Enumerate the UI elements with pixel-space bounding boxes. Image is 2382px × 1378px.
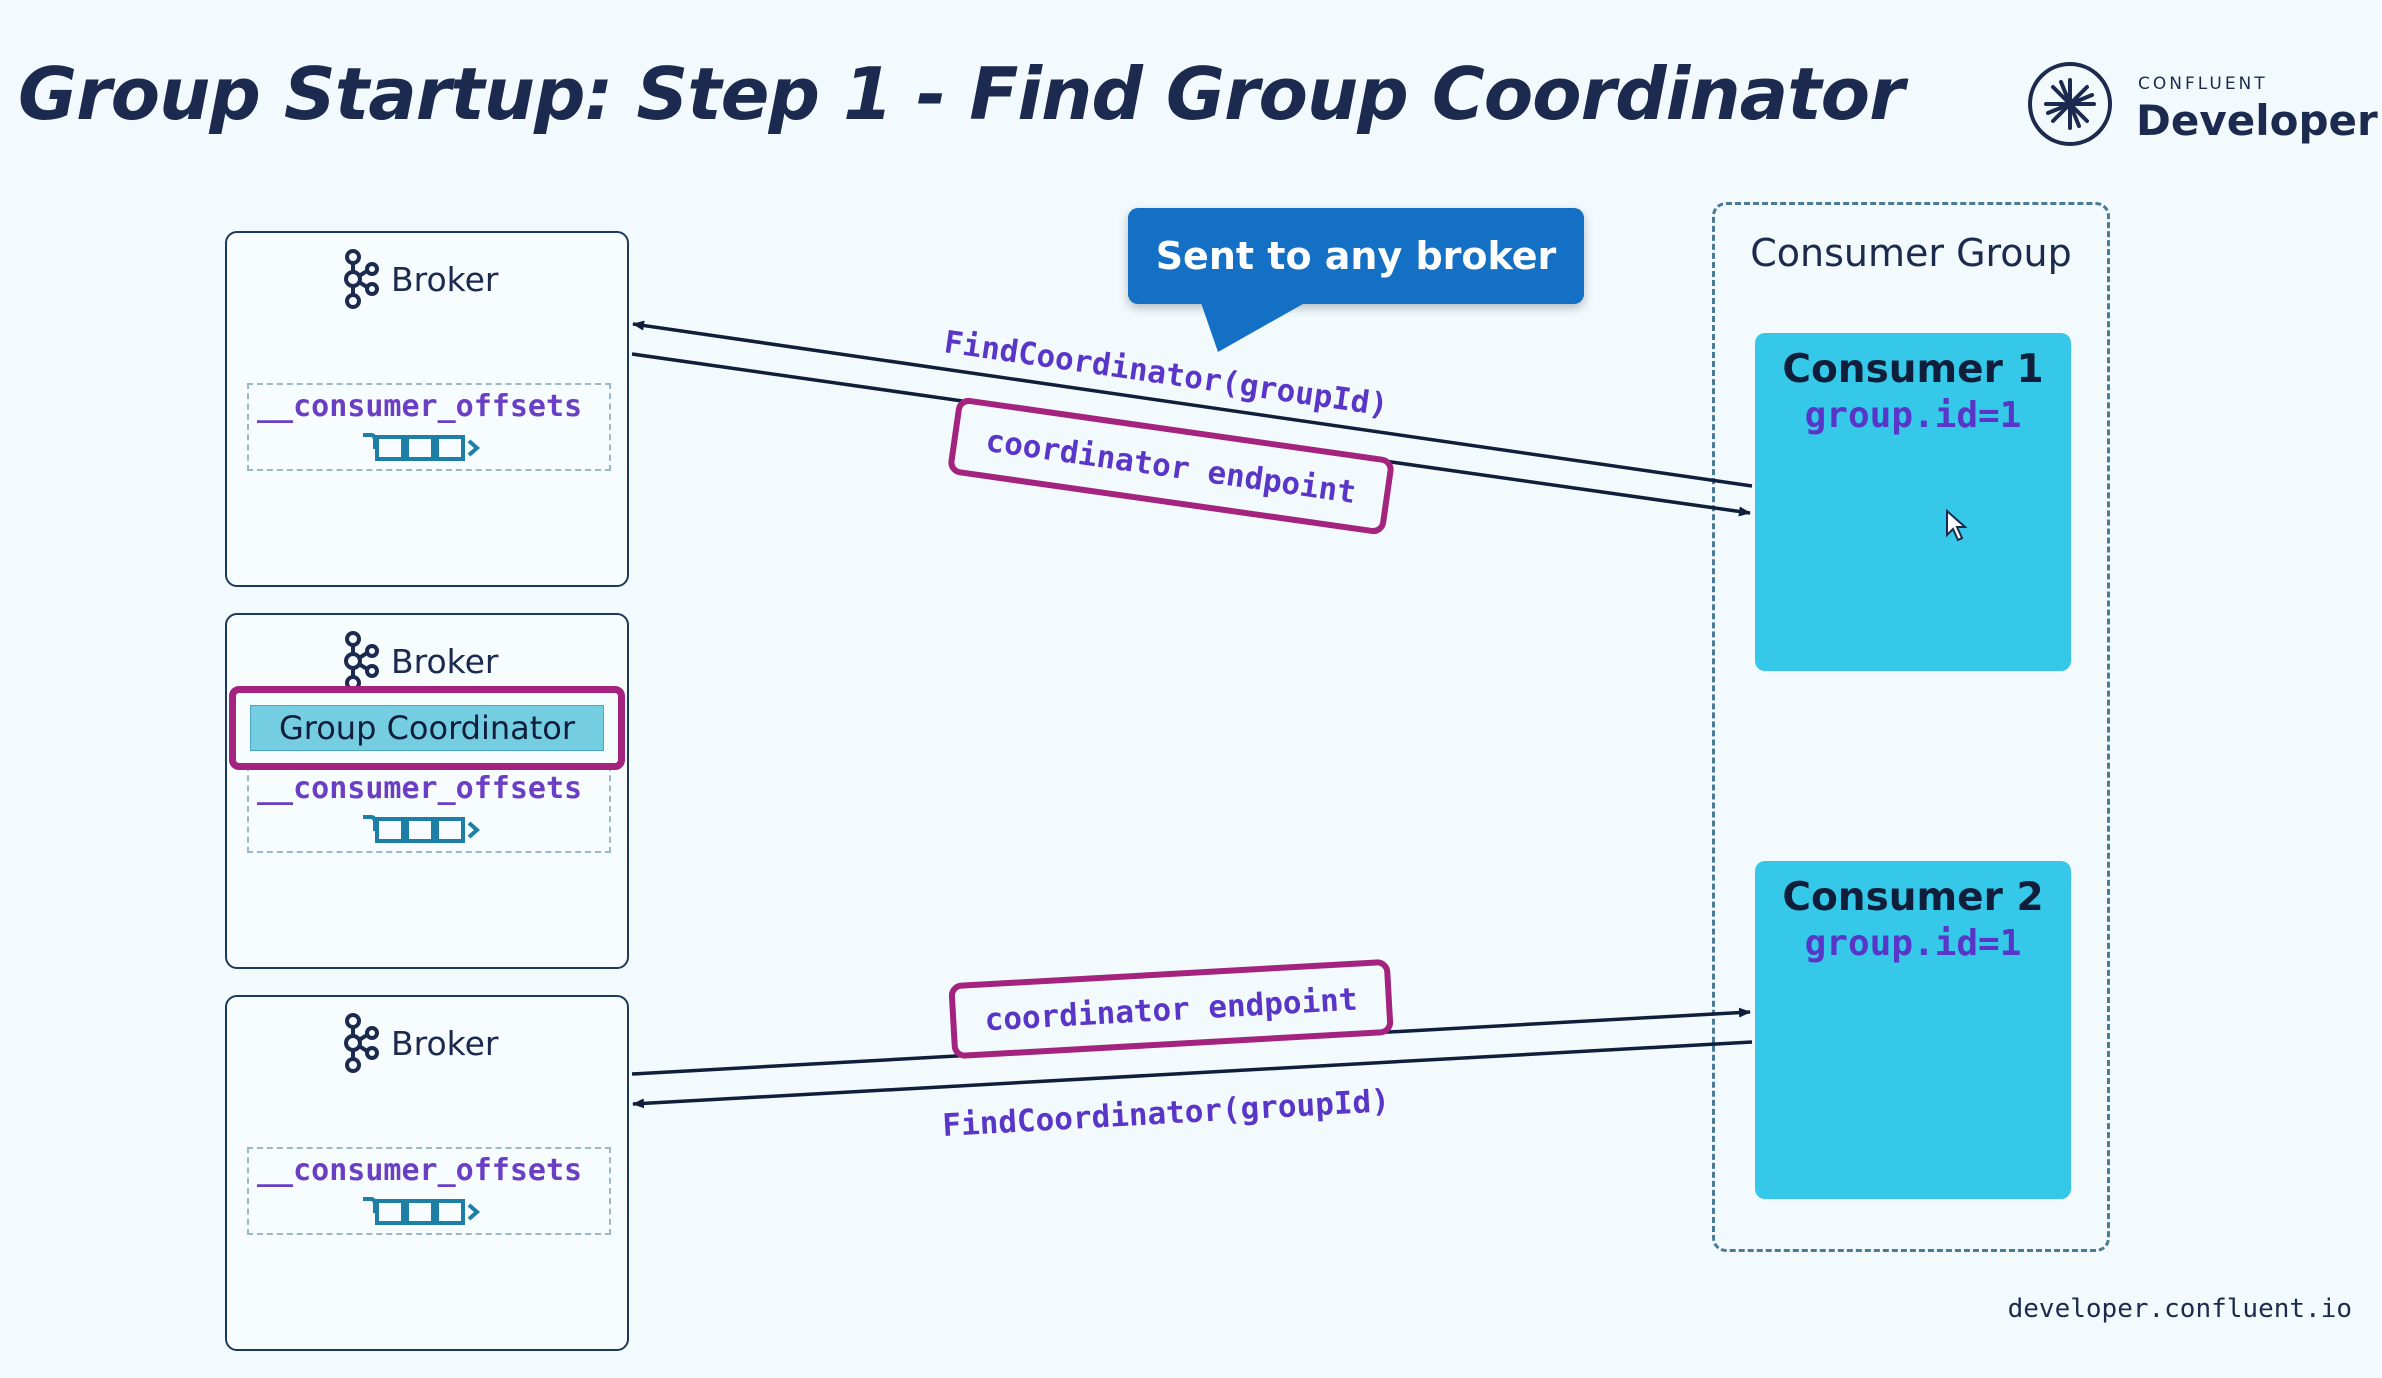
consumer-1: Consumer 1 group.id=1 <box>1755 333 2071 671</box>
consumer-group: Consumer Group Consumer 1 group.id=1 Con… <box>1712 202 2110 1252</box>
partition-log-icon <box>363 433 481 461</box>
logo-brand-big: Developer <box>2136 96 2378 145</box>
broker-label: Broker <box>391 1023 499 1063</box>
callout-tail <box>1200 300 1310 352</box>
top-request-arrow <box>632 320 1753 488</box>
group-coordinator-highlight: Group Coordinator <box>229 686 625 770</box>
kafka-icon <box>344 249 379 309</box>
broker-header: Broker <box>341 247 498 311</box>
logo-brand-small: CONFLUENT <box>2138 74 2268 94</box>
consumer-2: Consumer 2 group.id=1 <box>1755 861 2071 1199</box>
footer-url: developer.confluent.io <box>2007 1294 2352 1324</box>
bottom-request-label: FindCoordinator(groupId) <box>941 1083 1390 1144</box>
partition-log-icon <box>363 815 481 843</box>
confluent-developer-logo: CONFLUENT Developer <box>2028 62 2378 162</box>
broker-label: Broker <box>391 641 499 681</box>
page-title: Group Startup: Step 1 - Find Group Coord… <box>18 52 1905 136</box>
consumer-offsets-topic: __consumer_offsets <box>247 383 611 471</box>
consumer-group-label: Consumer Group <box>1750 231 2072 275</box>
broker-label: Broker <box>391 259 499 299</box>
confluent-logo-icon <box>2028 62 2112 146</box>
callout-sent-to-any-broker: Sent to any broker <box>1128 208 1584 304</box>
consumer-offsets-label: __consumer_offsets <box>257 771 583 806</box>
consumer-group-id: group.id=1 <box>1804 923 2022 964</box>
broker-3: Broker __consumer_offsets <box>225 995 629 1351</box>
consumer-name: Consumer 1 <box>1782 347 2044 392</box>
consumer-name: Consumer 2 <box>1782 875 2044 920</box>
mouse-cursor-icon <box>1946 509 1968 542</box>
broker-1: Broker __consumer_offsets <box>225 231 629 587</box>
consumer-offsets-label: __consumer_offsets <box>257 389 583 424</box>
partition-log-icon <box>363 1197 481 1225</box>
top-response-badge: coordinator endpoint <box>948 397 1394 535</box>
consumer-offsets-label: __consumer_offsets <box>257 1153 583 1188</box>
bottom-response-badge: coordinator endpoint <box>948 959 1394 1059</box>
bottom-request-arrow <box>632 1040 1753 1109</box>
broker-2: Broker __consumer_offsets <box>225 613 629 969</box>
consumer-group-id: group.id=1 <box>1804 395 2022 436</box>
consumer-offsets-topic: __consumer_offsets <box>247 765 611 853</box>
broker-header: Broker <box>341 629 498 693</box>
group-coordinator-label: Group Coordinator <box>250 705 604 751</box>
consumer-offsets-topic: __consumer_offsets <box>247 1147 611 1235</box>
kafka-icon <box>344 631 379 691</box>
broker-header: Broker <box>341 1011 498 1075</box>
kafka-icon <box>344 1013 379 1073</box>
